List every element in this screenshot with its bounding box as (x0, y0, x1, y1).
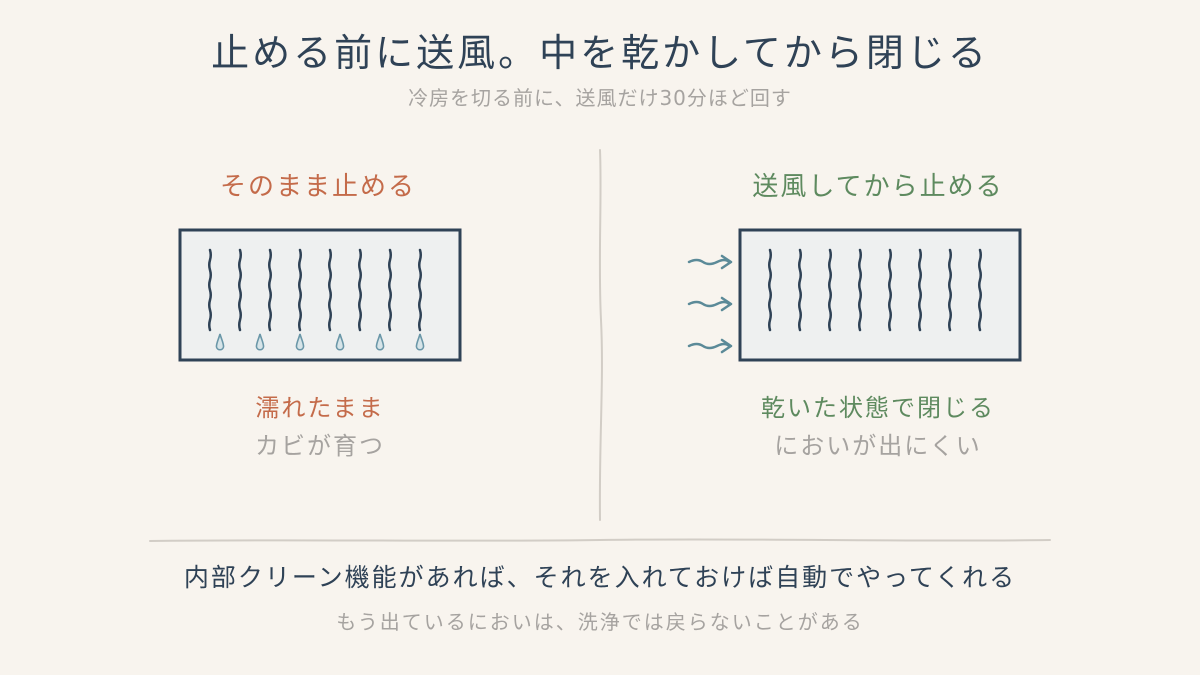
right-fin (918, 248, 922, 332)
left-caption-secondary: カビが育つ (255, 432, 385, 460)
right-fin (888, 248, 892, 332)
left-unit-box (178, 228, 462, 362)
left-fin (268, 248, 272, 332)
page-subtitle: 冷房を切る前に、送風だけ30分ほど回す (408, 86, 792, 110)
left-fin (298, 248, 302, 332)
right-fin (768, 248, 772, 332)
left-fins (208, 248, 422, 332)
left-caption-primary: 濡れたまま (255, 394, 385, 422)
left-fin (418, 248, 422, 332)
left-droplets (215, 333, 425, 351)
airflow-arrow-icon (687, 338, 733, 354)
right-caption-secondary: においが出にくい (774, 432, 982, 460)
right-fin (858, 248, 862, 332)
left-fin (388, 248, 392, 332)
water-droplet-icon (295, 333, 305, 351)
center-divider (598, 149, 603, 521)
right-fin (978, 248, 982, 332)
right-fin (828, 248, 832, 332)
right-panel-heading: 送風してから止める (752, 172, 1004, 202)
right-fin (948, 248, 952, 332)
right-fins (768, 248, 982, 332)
footer-sub-text: もう出ているにおいは、洗浄では戻らないことがある (336, 610, 864, 634)
left-panel-heading: そのまま止める (219, 172, 416, 202)
right-unit (687, 228, 1022, 362)
airflow-arrows (687, 254, 733, 354)
footer-main-text: 内部クリーン機能があれば、それを入れておけば自動でやってくれる (183, 563, 1017, 592)
water-droplet-icon (255, 333, 265, 351)
airflow-arrow-icon (687, 296, 733, 312)
left-fin (238, 248, 242, 332)
airflow-arrow-icon (687, 254, 733, 270)
water-droplet-icon (375, 333, 385, 351)
bottom-divider (149, 538, 1051, 542)
water-droplet-icon (215, 333, 225, 351)
left-fin (328, 248, 332, 332)
water-droplet-icon (415, 333, 425, 351)
left-fin (358, 248, 362, 332)
right-fin (798, 248, 802, 332)
left-fin (208, 248, 212, 332)
right-caption-primary: 乾いた状態で閉じる (761, 394, 995, 422)
page-title: 止める前に送風。中を乾かしてから閉じる (211, 31, 989, 75)
right-unit-box (738, 228, 1022, 362)
left-unit (178, 228, 462, 362)
water-droplet-icon (335, 333, 345, 351)
